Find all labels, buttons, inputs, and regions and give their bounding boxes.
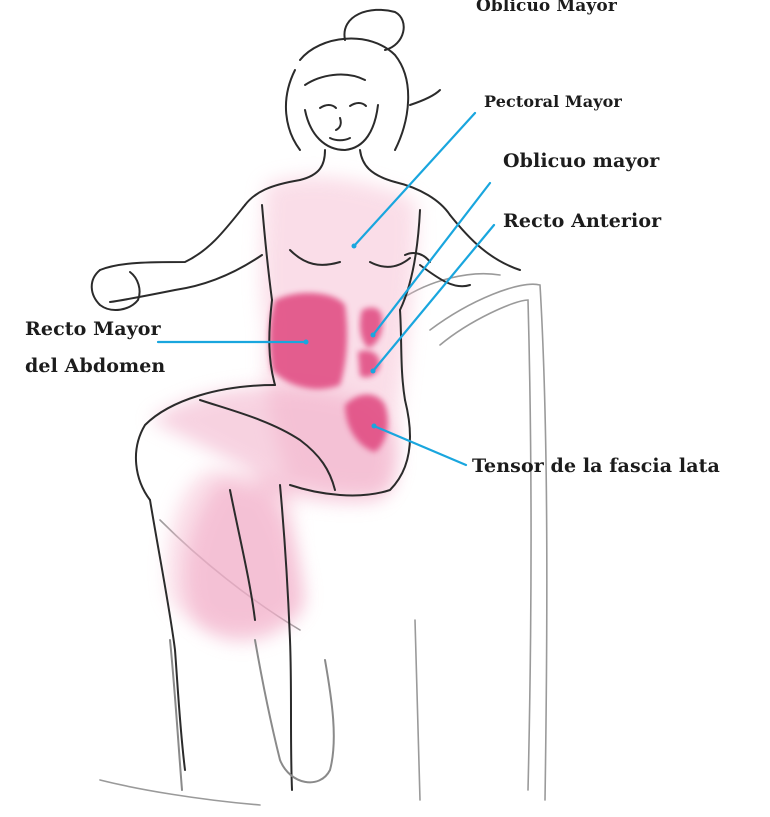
dot-recto-mayor	[304, 340, 309, 345]
label-oblicuo-mayor: Oblicuo mayor	[503, 150, 659, 172]
dot-tensor-fascia	[372, 424, 377, 429]
label-recto-mayor-line1: Recto Mayor	[25, 318, 161, 340]
label-tensor-fascia: Tensor de la fascia lata	[472, 455, 720, 477]
muscle-shading	[150, 177, 416, 642]
label-oblicuo-mayor-top: Oblicuo Mayor	[476, 0, 617, 16]
label-recto-mayor-line2: del Abdomen	[25, 355, 165, 377]
label-pectoral-mayor: Pectoral Mayor	[484, 92, 622, 111]
label-recto-anterior: Recto Anterior	[503, 210, 661, 232]
dot-pectoral-mayor	[352, 244, 357, 249]
dot-recto-anterior	[371, 369, 376, 374]
dot-oblicuo-mayor	[371, 333, 376, 338]
